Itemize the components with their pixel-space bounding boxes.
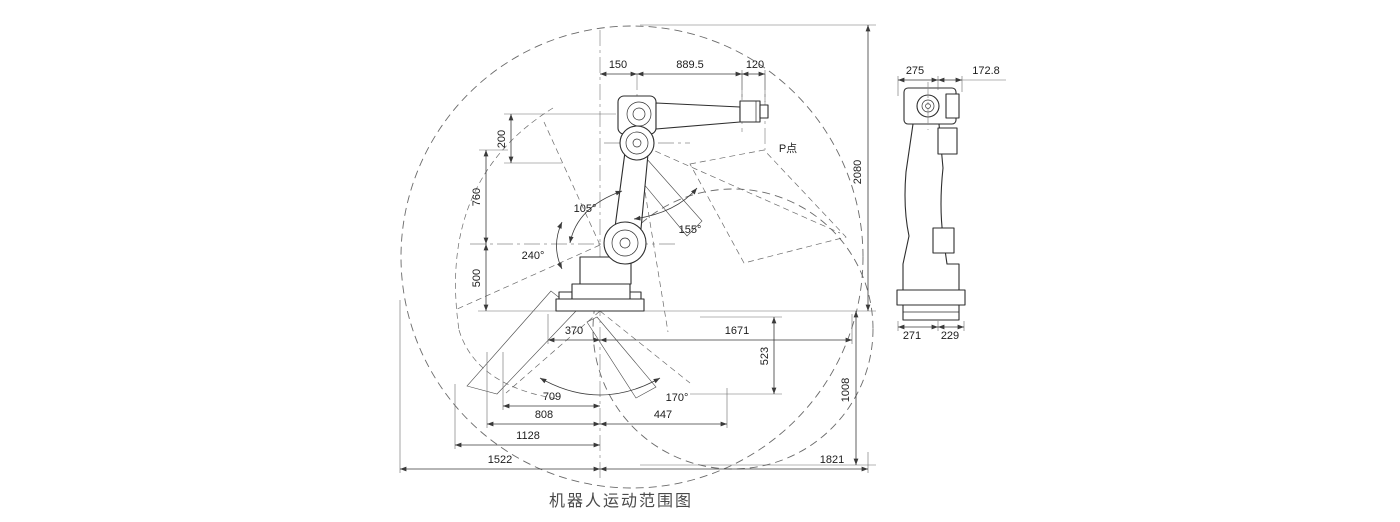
upper-arm	[655, 102, 741, 130]
p-point-label: P点	[779, 142, 797, 155]
dim-1522: 1522	[488, 454, 512, 466]
dim-271: 271	[903, 330, 921, 342]
dim-447: 447	[654, 409, 672, 421]
dim-889-5: 889.5	[676, 59, 704, 71]
dim-2080: 2080	[852, 160, 864, 184]
left-lower-arc	[458, 329, 559, 400]
swept-arm-region	[689, 149, 847, 264]
tool-flange	[759, 104, 769, 119]
motion-envelope	[400, 25, 874, 489]
dim-808: 808	[535, 409, 553, 421]
dim-709: 709	[543, 391, 561, 403]
shoulder-joint	[603, 221, 647, 265]
dim-523: 523	[759, 347, 771, 365]
dim-200: 200	[496, 130, 508, 148]
lower-reach-circle	[592, 188, 874, 470]
angle-240: 240°	[522, 250, 545, 262]
dim-120: 120	[746, 59, 764, 71]
dim-1128: 1128	[516, 430, 540, 442]
dim-172-8: 172.8	[972, 65, 1000, 77]
dim-1671: 1671	[725, 325, 749, 337]
outer-reach-circle	[400, 25, 864, 489]
side-dimensions: 275 172.8 271 229	[897, 65, 1006, 342]
ghost-arm-lower-right	[586, 316, 657, 399]
angle-155: 155°	[679, 224, 702, 236]
diagram-title: 机器人运动范围图	[549, 492, 693, 510]
dim-500: 500	[471, 269, 483, 287]
dim-1821: 1821	[820, 454, 844, 466]
side-base-plate	[896, 289, 966, 306]
angle-105: 105°	[574, 203, 597, 215]
dim-229: 229	[941, 330, 959, 342]
dim-1008: 1008	[840, 378, 852, 402]
left-reach-arc	[455, 107, 554, 331]
dim-150: 150	[609, 59, 627, 71]
dim-370: 370	[565, 325, 583, 337]
front-dimensions: 150 889.5 120 200 760 500 2080 1008 370 …	[399, 24, 876, 473]
wrist	[739, 100, 761, 123]
dim-275: 275	[906, 65, 924, 77]
robot-side-view	[896, 82, 966, 321]
angle-170: 170°	[666, 392, 689, 404]
robot-front-view	[555, 95, 769, 312]
dim-760: 760	[471, 188, 483, 206]
side-column	[902, 123, 960, 291]
elbow-joint	[619, 125, 655, 161]
